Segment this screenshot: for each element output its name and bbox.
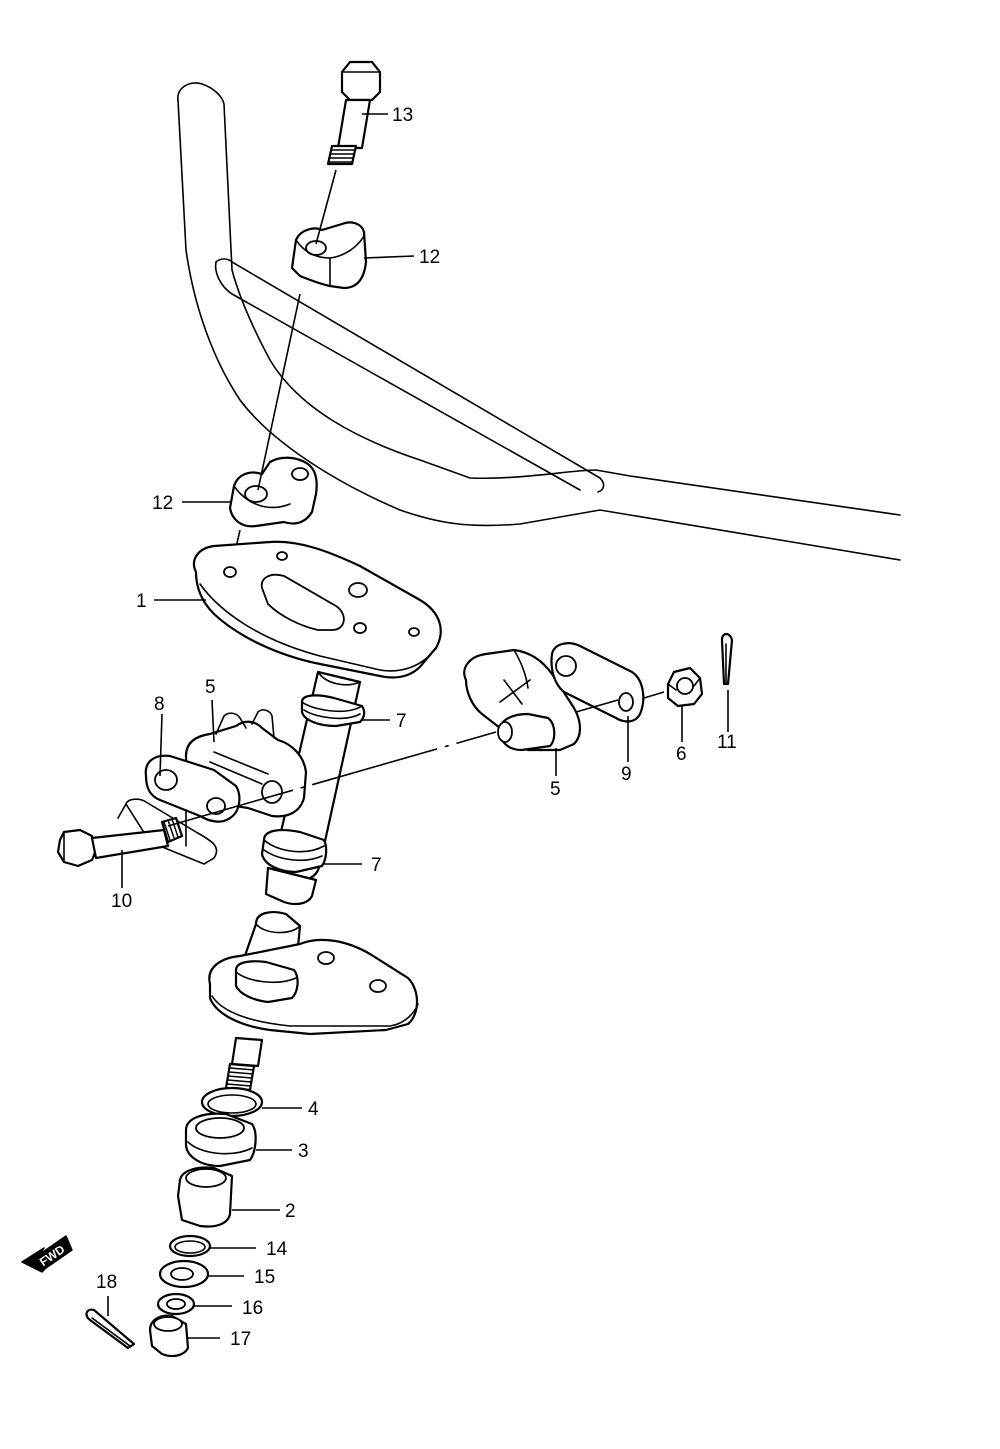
callout-1: 1	[136, 591, 147, 612]
lower-seal	[184, 1112, 257, 1168]
washer-16	[156, 1292, 196, 1316]
callout-5-left: 5	[205, 677, 216, 698]
callout-12-lower: 12	[152, 493, 173, 514]
callout-4: 4	[308, 1099, 319, 1120]
callout-13: 13	[392, 105, 413, 126]
callout-8: 8	[154, 694, 165, 715]
washer-14	[168, 1234, 212, 1258]
holder-bolt	[56, 798, 218, 868]
cotter-pin-18	[85, 1308, 136, 1350]
callout-15: 15	[254, 1267, 275, 1288]
callout-17: 17	[230, 1329, 251, 1350]
lower-handlebar-holder	[228, 456, 318, 528]
cotter-pin-11	[720, 632, 734, 686]
handlebar	[177, 82, 901, 561]
holder-guide-lines	[167, 691, 665, 827]
callout-10: 10	[111, 891, 132, 912]
callout-7-upper: 7	[396, 711, 407, 732]
callout-12-upper: 12	[419, 247, 440, 268]
steering-arm	[208, 911, 419, 1092]
callout-14: 14	[266, 1239, 288, 1260]
forward-direction-arrow-icon: FWD	[21, 1235, 73, 1273]
lower-bushing-2	[176, 1166, 234, 1228]
right-shaft-holder	[463, 648, 582, 752]
upper-handlebar-holder	[290, 221, 368, 290]
callout-3: 3	[298, 1141, 309, 1162]
upper-bushing	[300, 694, 366, 728]
lower-bushing	[260, 829, 328, 874]
washer-15	[158, 1259, 210, 1289]
right-holder-plate	[550, 642, 645, 723]
callout-18: 18	[96, 1272, 117, 1293]
handlebar-clamp-bolt	[326, 60, 382, 166]
callout-11: 11	[717, 732, 737, 753]
leader-lines	[107, 113, 729, 1339]
callout-2: 2	[285, 1201, 296, 1222]
callout-9: 9	[621, 764, 632, 785]
callout-6: 6	[676, 744, 687, 765]
callout-5-right: 5	[550, 779, 561, 800]
o-ring	[200, 1086, 264, 1118]
castle-nut	[148, 1314, 190, 1358]
callout-labels: 13 12 12 1 5 8 7 7 10 5 9 6 11 4 3 2 14 …	[96, 105, 737, 1350]
holder-nut	[666, 666, 704, 708]
callout-7-lower: 7	[371, 855, 382, 876]
callout-16: 16	[242, 1298, 263, 1319]
